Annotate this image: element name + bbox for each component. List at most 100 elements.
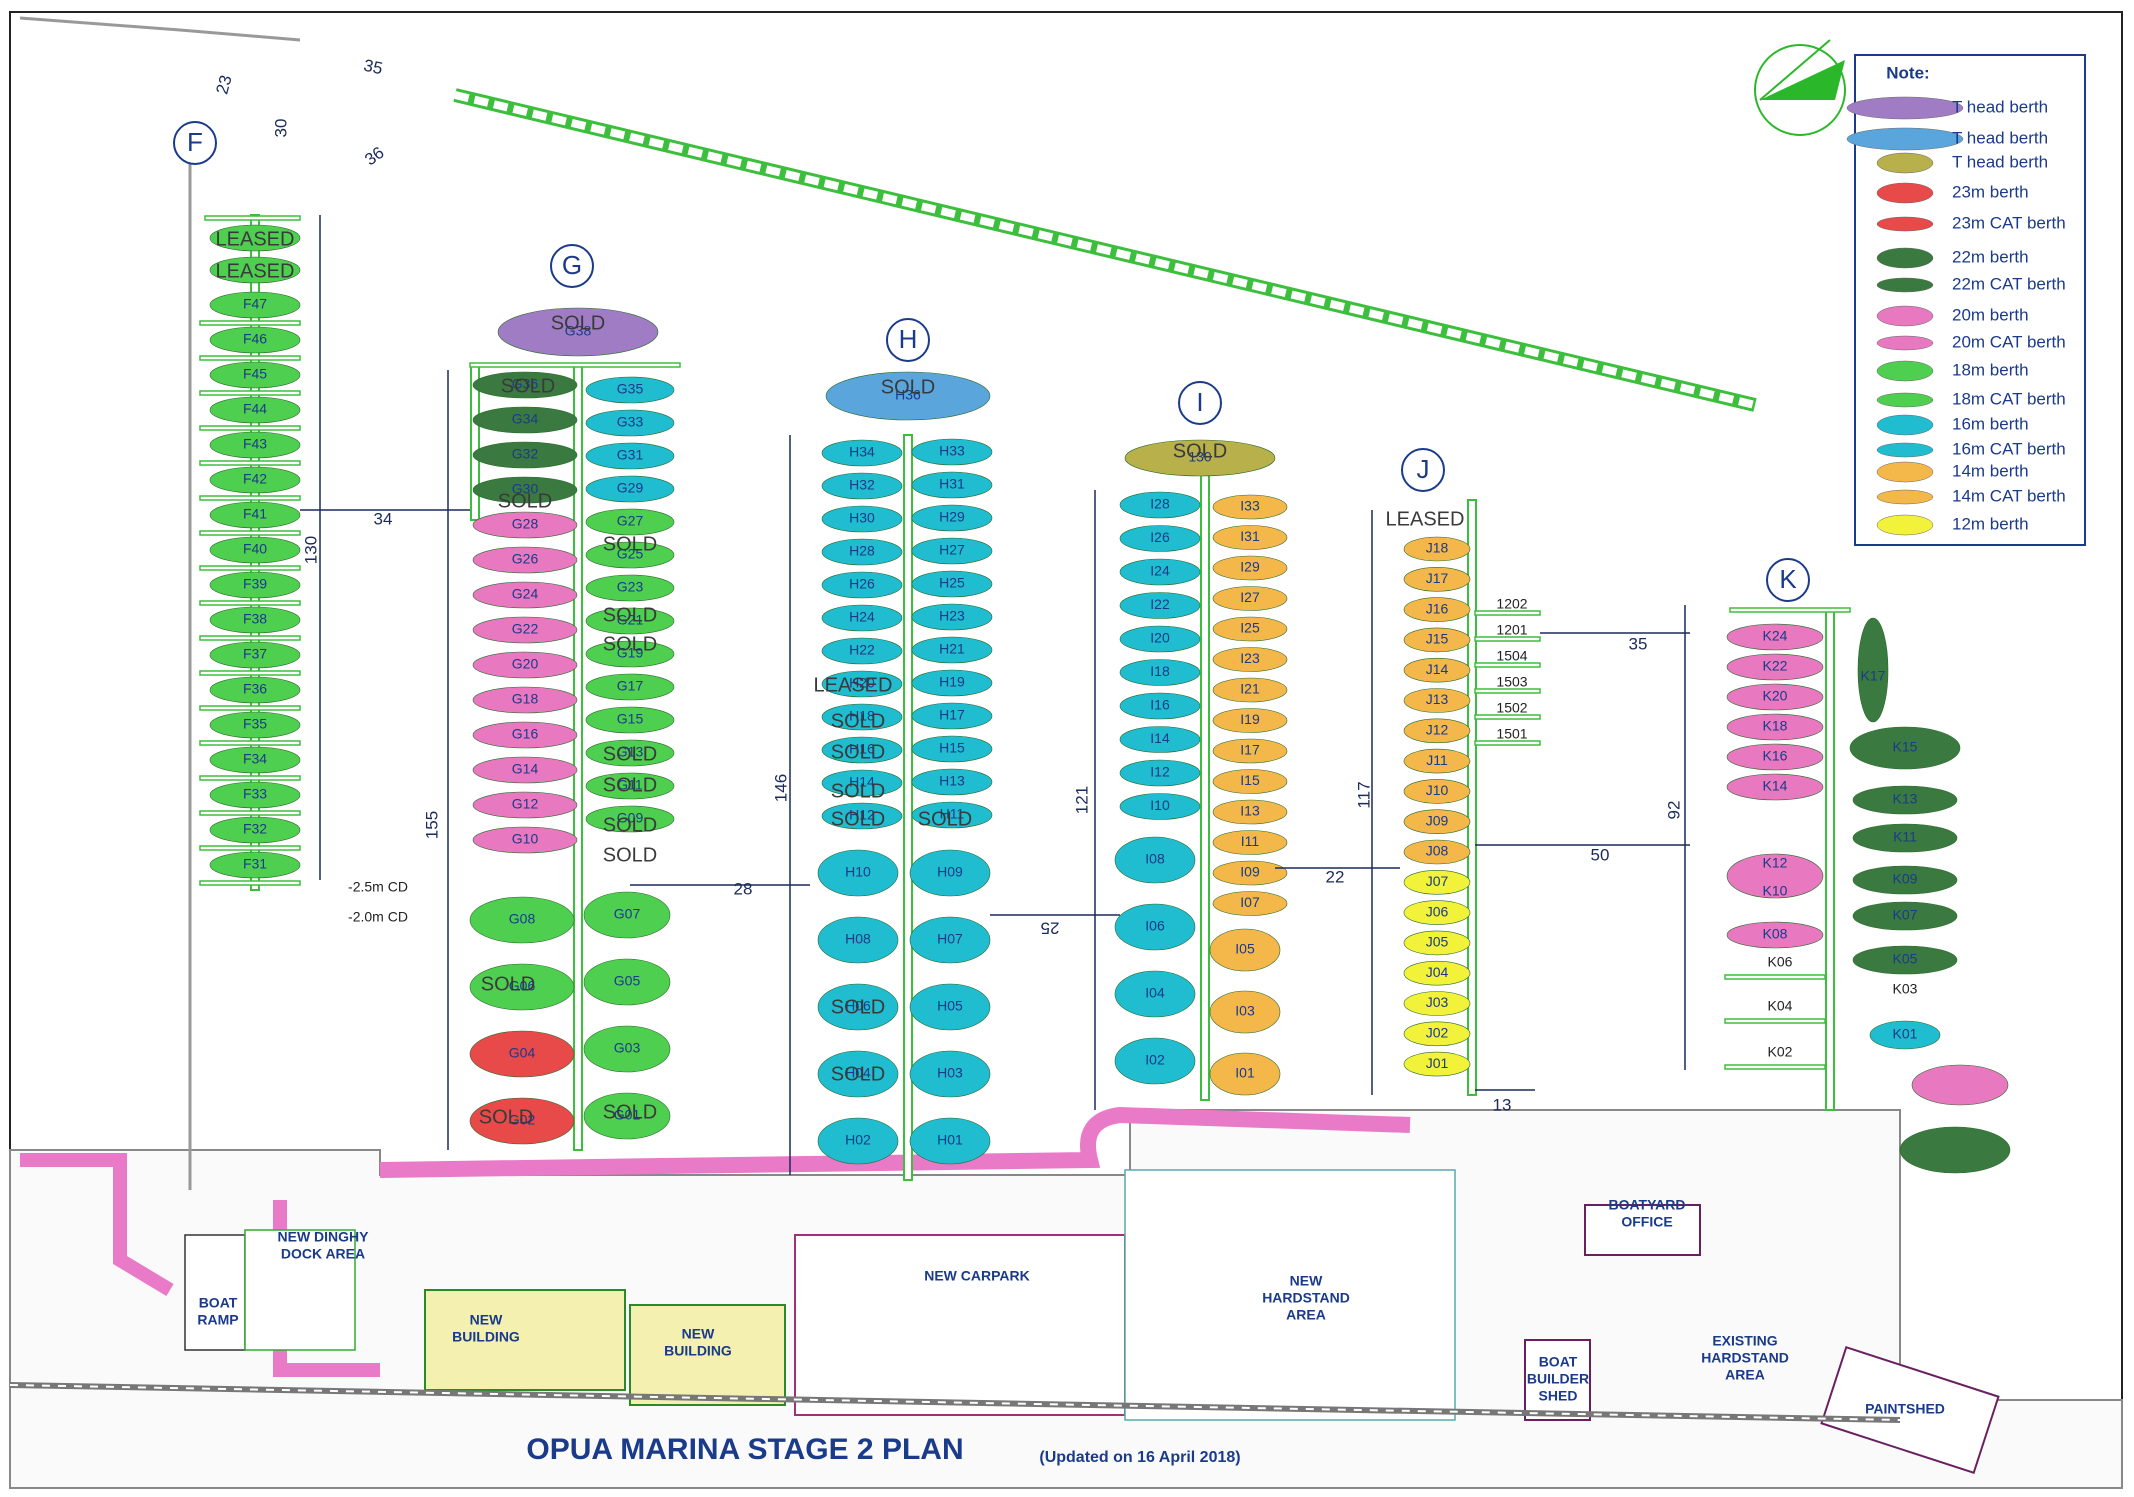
status-g06: SOLD [481,973,535,995]
berth-h26-label: H26 [849,576,875,592]
boat-builder-shed [1524,1339,1591,1421]
berth-g03-label: G03 [614,1040,641,1056]
berth-h18-label: H18 [849,708,875,724]
berth-h19-label: H19 [939,674,965,690]
pier-j-side-finger [1474,688,1541,694]
berth-j04-shape [1403,960,1471,986]
legend-label-4: 23m CAT berth [1952,213,2066,232]
berth-h21-label: H21 [939,641,965,657]
berth-g15-label: G15 [617,711,644,727]
berth-h06-shape [817,983,899,1031]
legend-label-8: 20m CAT berth [1952,332,2066,351]
berth-f39-label: F39 [243,576,267,592]
berth-g14-shape [472,756,578,784]
legend-swatch-12 [1876,442,1934,458]
berth-g23-label: G23 [617,579,644,595]
dimension-15: 92 [1664,801,1683,820]
area-carpark: NEW CARPARK [924,1268,1030,1284]
berth-g20-label: G20 [512,656,539,672]
berth-h08-shape [817,916,899,964]
pier-f-finger [199,810,301,816]
dimension-7: 28 [734,879,753,898]
berth-k05-label: K05 [1893,951,1918,967]
berth-k11-shape [1852,823,1958,853]
berth-g31-shape [585,442,675,470]
berth-f32-label: F32 [243,821,267,837]
berth-j15-shape [1403,627,1471,653]
berth-h02-label: H02 [845,1132,871,1148]
dimension-0: 23 [212,73,235,96]
j-side-1504: 1504 [1496,648,1527,664]
berth-i19-label: I19 [1240,711,1260,727]
berth-h01-label: H01 [937,1132,963,1148]
berth-j02-label: J02 [1426,1025,1449,1041]
pier-i-letter: I [1196,387,1203,417]
area-hardstand-existing-2: AREA [1725,1367,1765,1383]
legend-label-15: 12m berth [1952,514,2029,533]
dimension-6: 155 [422,811,441,839]
pier-j-letter: J [1417,454,1430,484]
berth-f40-label: F40 [243,541,267,557]
legend-swatch-4 [1876,216,1934,232]
berth-h24-label: H24 [849,609,875,625]
berth-h17-shape [911,702,993,730]
status-j20: LEASED [1386,508,1465,530]
area-dinghy-1: DOCK AREA [281,1246,365,1262]
berth-i29-shape [1212,555,1288,581]
legend-swatch-1 [1846,127,1964,151]
berth-f37-label: F37 [243,646,267,662]
berth-k17-label: K17 [1861,668,1886,684]
berth-i15-shape [1212,769,1288,794]
berth-j01-label: J01 [1426,1055,1449,1071]
berth-i-head-shape [1124,439,1276,477]
dimension-5: 130 [301,536,320,564]
berth-g20-shape [472,651,578,679]
pier-f-finger [199,565,301,571]
pier-f-finger [199,425,301,431]
pier-g-circle [550,244,594,288]
berth-i28-shape [1119,491,1201,519]
status-i-head: SOLD [1173,440,1227,462]
berth-extra-green-shape [1899,1126,2011,1174]
berth-g09-label: G09 [617,810,644,826]
berth-h33-label: H33 [939,443,965,459]
pier-k-finger [1724,974,1826,980]
dimension-9: 25 [1041,919,1060,938]
berth-h26-shape [821,571,903,599]
legend-label-1: T head berth [1952,128,2048,147]
dimension-12: 117 [1354,781,1373,808]
legend-swatch-11 [1876,414,1934,436]
berth-i21-shape [1212,677,1288,703]
berth-j14-shape [1403,657,1471,683]
legend-swatch-8 [1876,335,1934,351]
berth-k16-label: K16 [1763,748,1788,764]
pier-f-finger [199,320,301,326]
berth-h34-label: H34 [849,444,875,460]
berth-f41-shape [209,501,301,529]
berth-i14-label: I14 [1150,730,1170,746]
berth-g16-shape [472,721,578,749]
berth-i05-label: I05 [1235,941,1255,957]
berth-h01-shape [909,1117,991,1165]
legend-label-0: T head berth [1952,97,2048,116]
berth-h29-shape [911,504,993,532]
pier-f-finger [199,390,301,396]
status-h18: SOLD [831,710,885,732]
area-building-2-0: NEW [682,1326,715,1342]
berth-f46-shape [209,326,301,354]
berth-f37-shape [209,641,301,669]
berth-i24-label: I24 [1150,563,1170,579]
berth-f42-label: F42 [243,471,267,487]
berth-g38-shape [497,307,659,357]
status-h06: SOLD [831,996,885,1018]
berth-i13-label: I13 [1240,803,1260,819]
berth-g04-label: G04 [509,1045,536,1061]
berth-h15-label: H15 [939,740,965,756]
area-building-1-1: BUILDING [452,1329,520,1345]
boatyard-office [1584,1204,1701,1256]
dimension-13: 13 [1493,1095,1512,1114]
legend-swatch-6 [1876,277,1934,293]
berth-g32-label: G32 [512,446,539,462]
berth-k09-shape [1852,865,1958,895]
berth-i27-shape [1212,586,1288,611]
